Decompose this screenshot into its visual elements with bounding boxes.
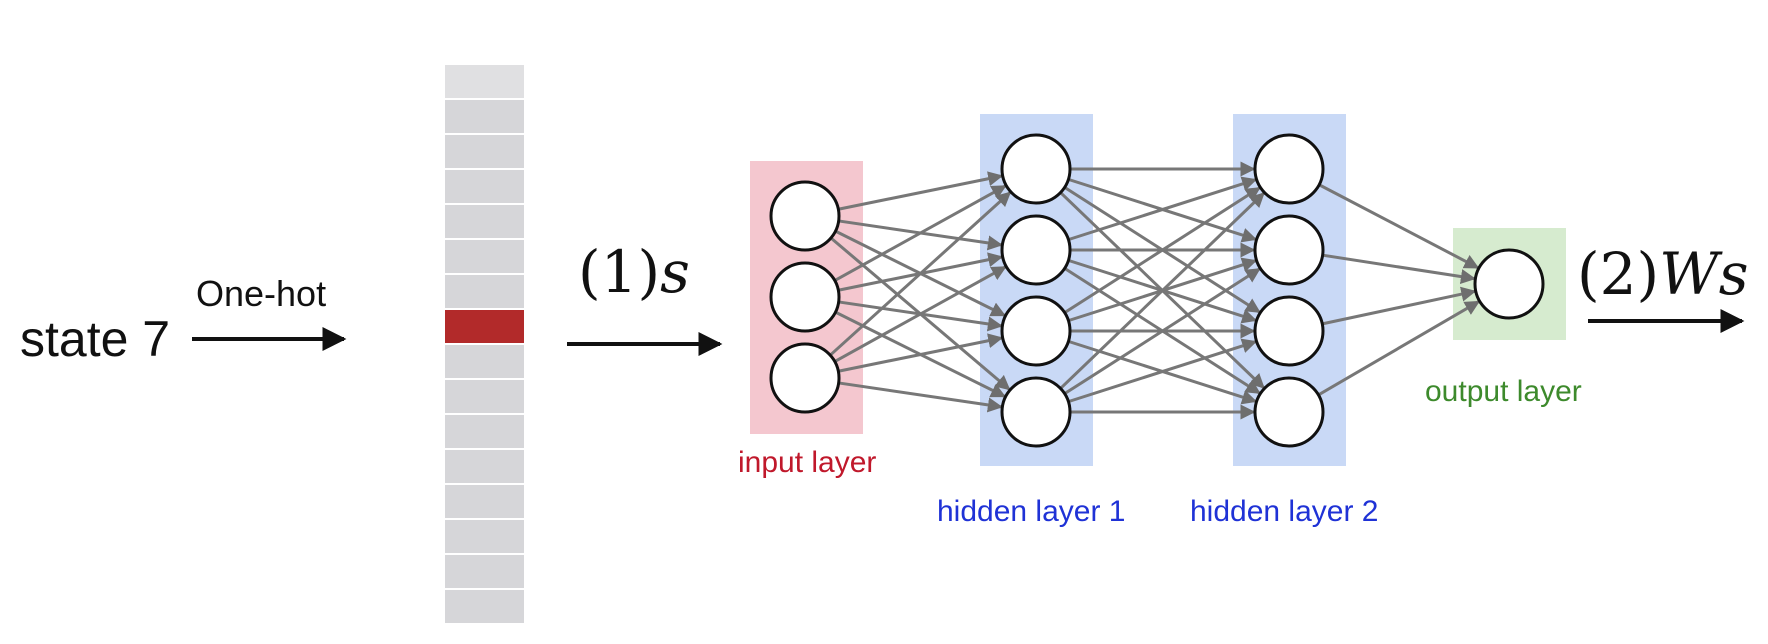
input-math-variable: s (660, 238, 690, 306)
one-hot-cell (443, 413, 526, 450)
one-hot-cell (443, 133, 526, 170)
input-math-label: (1)s (578, 238, 690, 306)
input-node (769, 180, 841, 252)
network-edge (834, 265, 1007, 363)
network-edge (838, 171, 1004, 211)
network-edge (1059, 192, 1265, 390)
hidden-2-node (1253, 214, 1325, 286)
one-hot-cell (443, 63, 526, 100)
one-hot-cell-active (443, 308, 526, 345)
one-hot-cell (443, 98, 526, 135)
network-edge (1322, 253, 1476, 285)
one-hot-vector (443, 63, 526, 625)
one-hot-cell (443, 238, 526, 275)
network-edge (838, 381, 1003, 413)
output-layer-label: output layer (1425, 375, 1582, 408)
input-node (769, 342, 841, 414)
output-math-variable: Ws (1659, 240, 1748, 308)
network-nodes (769, 133, 1545, 448)
one-hot-cell (443, 518, 526, 555)
hidden-1-node (1000, 295, 1072, 367)
output-math-label: (2)Ws (1577, 240, 1749, 308)
one-hot-cell (443, 203, 526, 240)
hidden-2-node (1253, 295, 1325, 367)
one-hot-cell (443, 553, 526, 590)
network-edge (838, 333, 1004, 373)
output-math-number: (2) (1577, 240, 1659, 308)
hidden-1-node (1000, 376, 1072, 448)
network-edge (834, 184, 1007, 282)
hidden-1-node (1000, 214, 1072, 286)
one-hot-cell (443, 588, 526, 625)
network-edges (829, 161, 1481, 420)
one-hot-cell (443, 168, 526, 205)
one-hot-label: One-hot (196, 273, 326, 314)
hidden-layer-1-label: hidden layer 1 (937, 495, 1125, 528)
hidden-1-node (1000, 133, 1072, 205)
hidden-layer-2-label: hidden layer 2 (1190, 495, 1378, 528)
one-hot-cell (443, 343, 526, 380)
network-edge (1067, 338, 1258, 404)
network-edge (829, 191, 1012, 357)
network-edge (1318, 183, 1480, 270)
one-hot-cell (443, 378, 526, 415)
hidden-2-node (1253, 376, 1325, 448)
one-hot-cell (443, 273, 526, 310)
one-hot-cell (443, 448, 526, 485)
network-edge (1067, 176, 1258, 242)
input-layer-label: input layer (738, 446, 876, 479)
network-edge (1321, 286, 1477, 326)
one-hot-cell (443, 483, 526, 520)
input-node (769, 261, 841, 333)
network-edge (1063, 267, 1261, 395)
hidden-2-node (1253, 133, 1325, 205)
network-edge (1317, 300, 1481, 397)
state-label: state 7 (20, 311, 170, 367)
network-edge (1063, 186, 1261, 314)
input-math-number: (1) (578, 238, 660, 306)
output-node (1473, 248, 1545, 320)
